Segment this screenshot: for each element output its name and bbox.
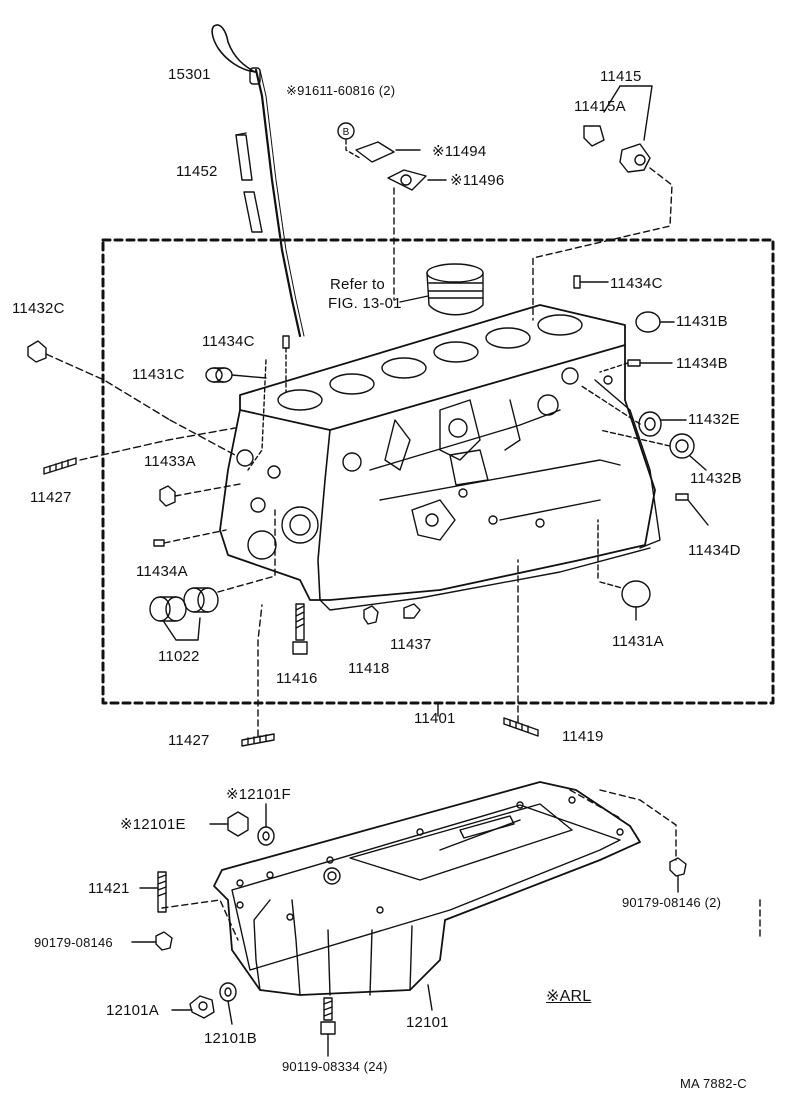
label-11431b: 11431B <box>676 313 728 330</box>
label-arl: ※ARL <box>546 988 592 1005</box>
label-11452: 11452 <box>176 163 218 180</box>
label-refer-to: Refer to <box>330 276 385 293</box>
label-12101e: ※12101E <box>120 816 186 833</box>
label-11434a: 11434A <box>136 563 188 580</box>
label-12101b: 12101B <box>204 1030 257 1047</box>
label-11437: 11437 <box>390 636 432 653</box>
label-11421: 11421 <box>88 880 130 897</box>
label-11496: ※11496 <box>450 172 505 189</box>
label-11432b: 11432B <box>690 470 742 487</box>
label-11415a: 11415A <box>574 98 626 115</box>
label-11434d: 11434D <box>688 542 741 559</box>
label-15301: 15301 <box>168 66 211 83</box>
label-11431c: 11431C <box>132 366 185 383</box>
label-11427-left: 11427 <box>30 489 72 506</box>
label-90179-08146-right: 90179-08146 (2) <box>622 895 722 910</box>
cylinder-block <box>219 304 661 611</box>
label-11434b: 11434B <box>676 355 728 372</box>
label-11432c: 11432C <box>12 300 65 317</box>
svg-text:B: B <box>343 127 350 138</box>
label-11022: 11022 <box>158 648 200 665</box>
label-11401: 11401 <box>414 710 456 727</box>
diagram-reference-code: MA 7882-C <box>680 1076 747 1091</box>
label-91611-60816: ※91611-60816 (2) <box>286 83 396 98</box>
label-90119-08334: 90119-08334 (24) <box>282 1059 388 1074</box>
assembly-boundary-box <box>101 238 775 705</box>
label-11416: 11416 <box>276 670 318 687</box>
label-11427-bottom: 11427 <box>168 732 210 749</box>
label-11433a: 11433A <box>144 453 196 470</box>
label-11494: ※11494 <box>432 143 487 160</box>
oil-pan <box>161 781 761 996</box>
label-fig-13-01: FIG. 13-01 <box>328 295 402 312</box>
dipstick-guide-tube <box>235 132 263 233</box>
label-12101a: 12101A <box>106 1002 159 1019</box>
label-90179-08146-left: 90179-08146 <box>34 935 113 950</box>
label-11419: 11419 <box>562 728 604 745</box>
bolt-b-assembly: B <box>337 122 447 301</box>
block-small-parts <box>27 275 709 655</box>
oil-pressure-switch <box>532 85 673 321</box>
label-11434c-left: 11434C <box>202 333 255 350</box>
label-12101f: ※12101F <box>226 786 291 803</box>
label-11418: 11418 <box>348 660 390 677</box>
label-12101: 12101 <box>406 1014 449 1031</box>
label-11415: 11415 <box>600 68 642 85</box>
label-11434c-top: 11434C <box>610 275 663 292</box>
label-11431a: 11431A <box>612 633 664 650</box>
piston-reference <box>399 263 484 316</box>
label-11432e: 11432E <box>688 411 740 428</box>
dipstick <box>211 24 305 338</box>
lower-studs <box>241 559 539 747</box>
oil-pan-hardware <box>131 803 687 1057</box>
